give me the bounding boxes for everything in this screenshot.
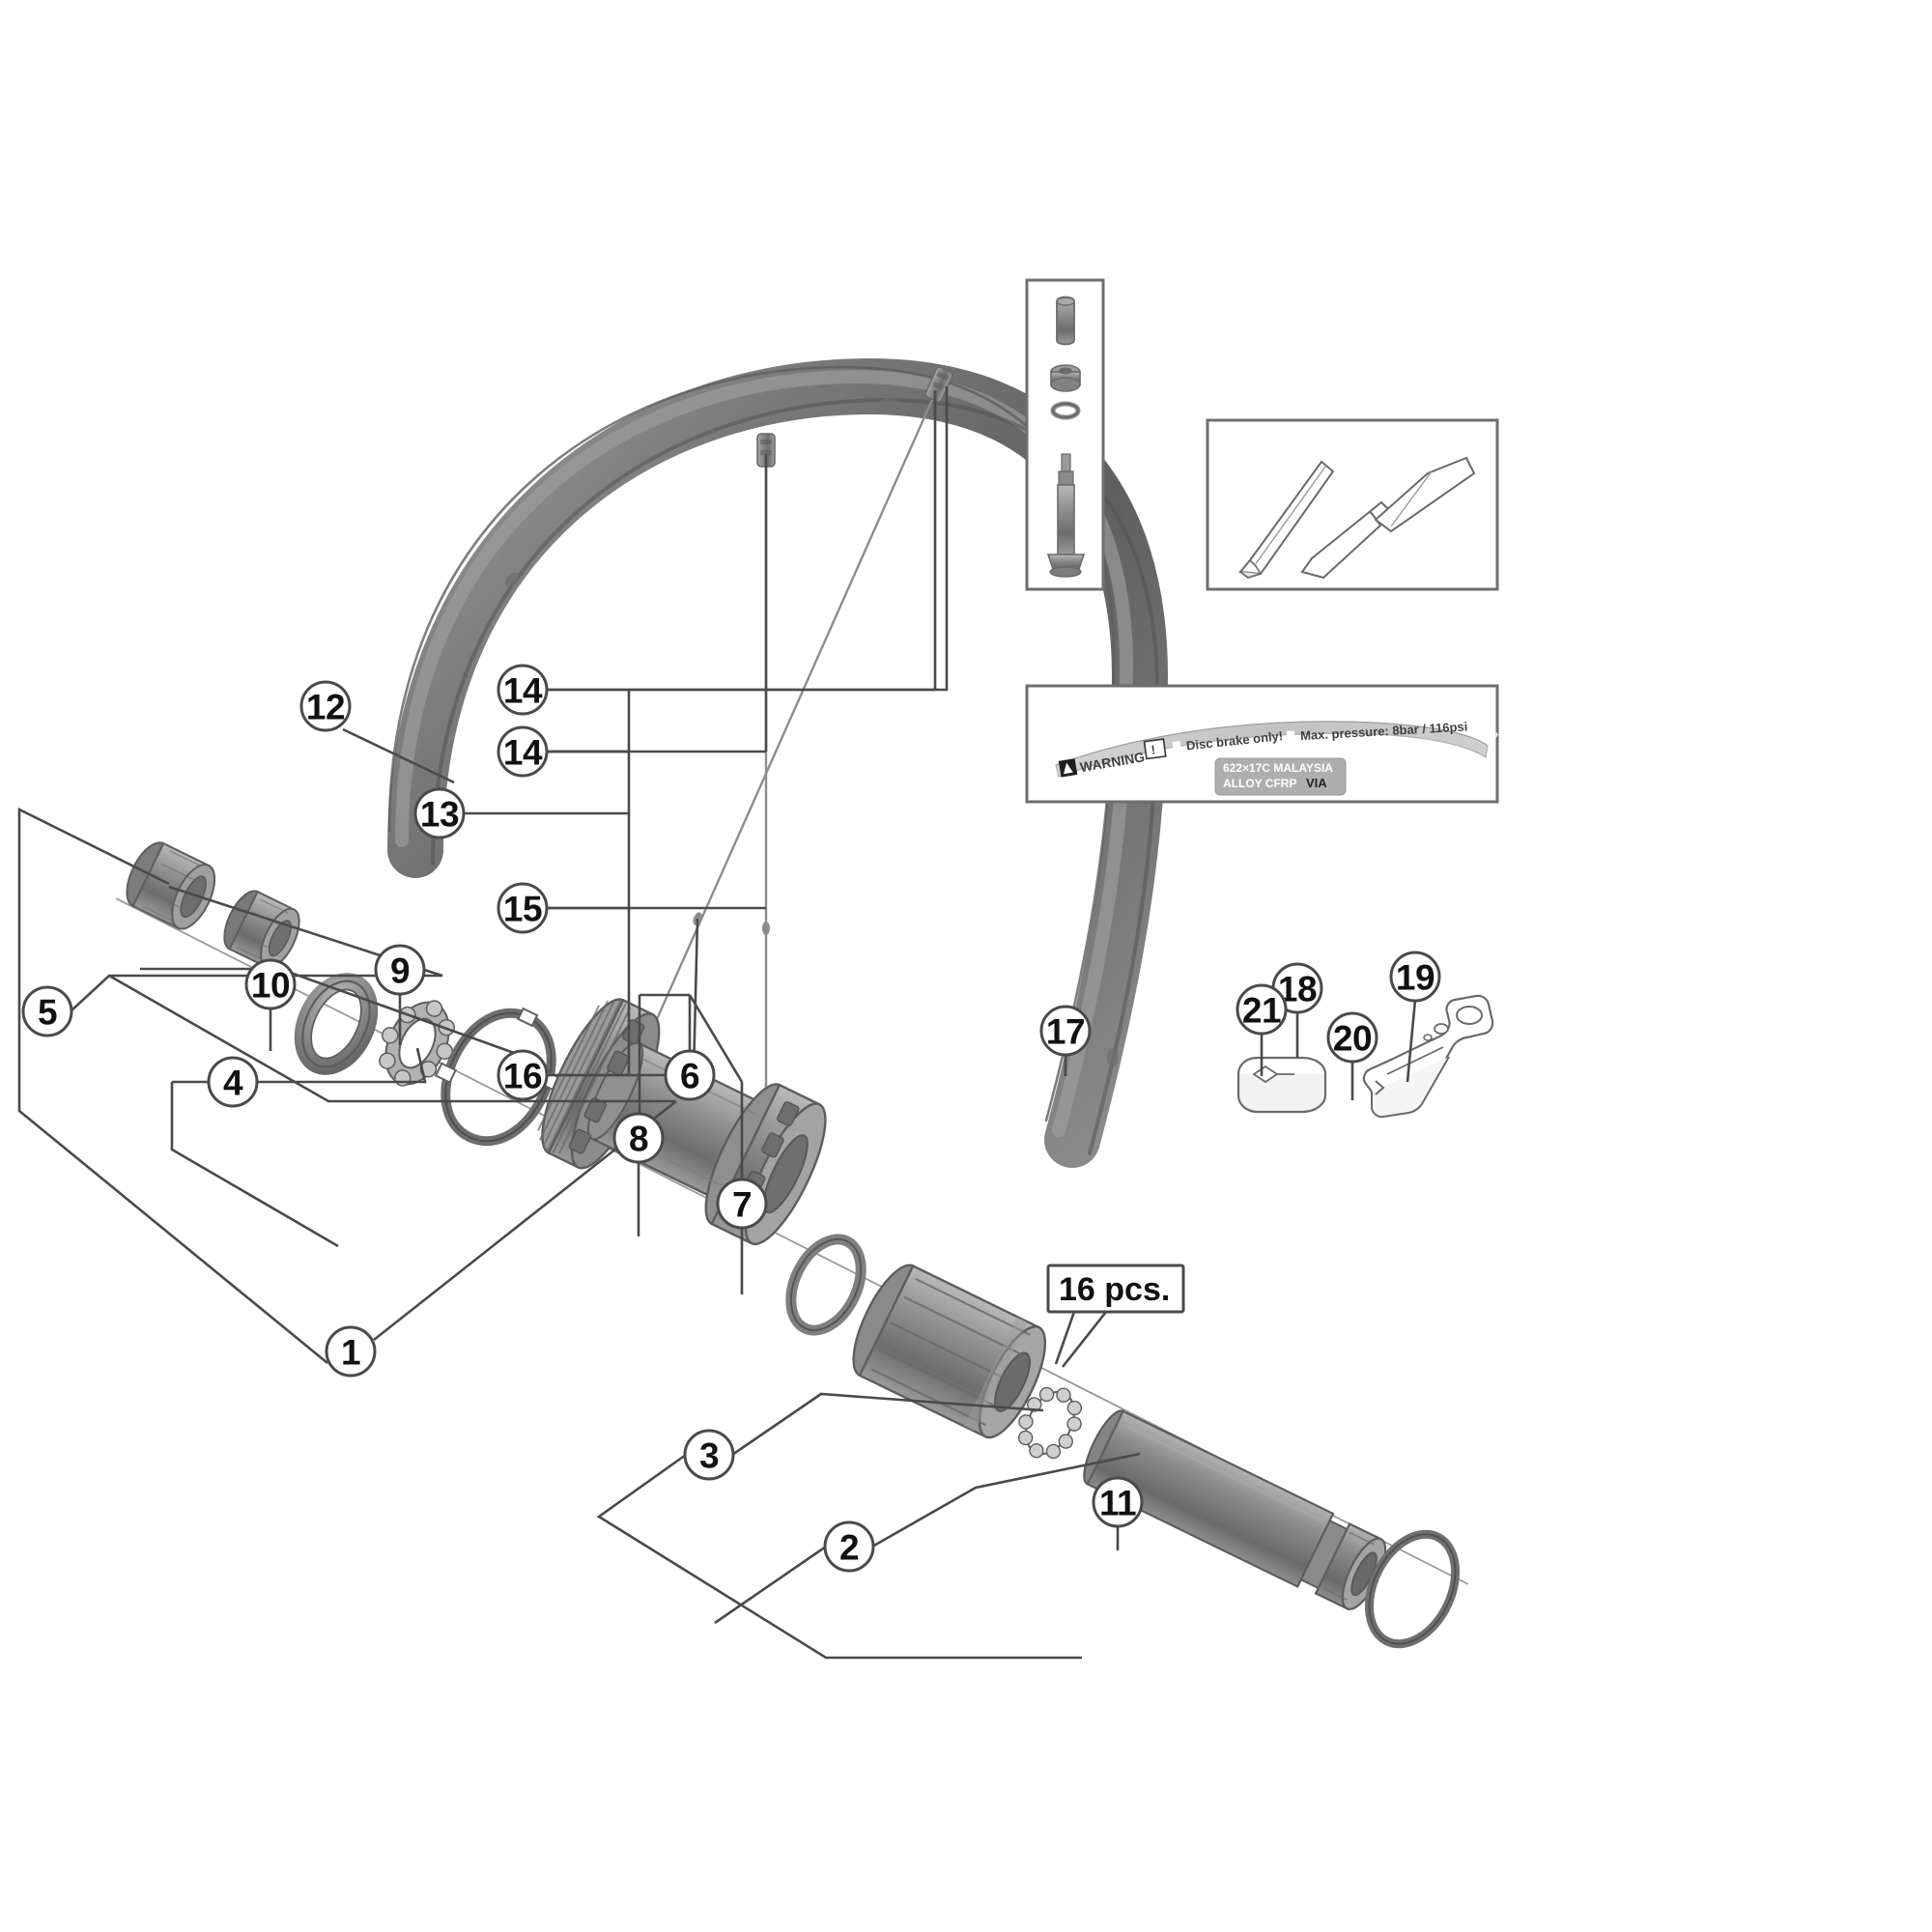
- callout-bubbles: 1 2 3 4 5 6 7 8: [21, 664, 1441, 1573]
- pcs-callout-text: 16 pcs.: [1059, 1271, 1170, 1308]
- callout-16[interactable]: 16: [497, 1049, 549, 1101]
- callout-9[interactable]: 9: [374, 944, 426, 996]
- callout-7[interactable]: 7: [716, 1178, 768, 1230]
- rim-tape-strip-right: [1300, 456, 1476, 580]
- o-ring-freehub-part: [785, 1234, 867, 1336]
- callout-6[interactable]: 6: [664, 1049, 716, 1101]
- seal-ring-part: [294, 973, 379, 1075]
- leader-14-second-line: [547, 454, 768, 753]
- callout-8-label: 8: [629, 1120, 648, 1159]
- valve-oring-part: [1050, 401, 1081, 420]
- valve-stem-part: [1046, 453, 1086, 578]
- leader-12: [342, 727, 455, 784]
- callout-8[interactable]: 8: [612, 1112, 665, 1164]
- callout-6-label: 6: [680, 1057, 699, 1096]
- freehub-body-part: [852, 1264, 1047, 1439]
- leader-4: [170, 1047, 427, 1248]
- rim-label-spec-badge: 622×17C MALAYSIA ALLOY CFRP VIA: [1214, 757, 1347, 796]
- rim-label-spec-line1: 622×17C MALAYSIA: [1223, 761, 1333, 775]
- callout-11-label: 11: [1099, 1484, 1136, 1523]
- callout-5[interactable]: 5: [21, 985, 73, 1037]
- leader-19: [1406, 999, 1417, 1083]
- valve-core-wrench-part: [1362, 994, 1494, 1119]
- callout-3-label: 3: [699, 1436, 719, 1476]
- rim-label-fine-print: Higher pressure in the tyre because ther…: [1495, 732, 1833, 762]
- callout-14-lower-label: 14: [503, 733, 543, 773]
- valve-cap-part: [1056, 296, 1075, 346]
- rim-label-spec-line2: ALLOY CFRP: [1223, 777, 1296, 790]
- callout-17-label: 17: [1046, 1012, 1085, 1052]
- callout-17[interactable]: 17: [1039, 1005, 1092, 1057]
- callout-13[interactable]: 13: [413, 787, 466, 839]
- callout-20[interactable]: 20: [1326, 1011, 1378, 1064]
- callout-4[interactable]: 4: [207, 1056, 259, 1108]
- callout-5-label: 5: [38, 993, 57, 1033]
- callout-4-label: 4: [223, 1064, 243, 1103]
- callout-1-label: 1: [341, 1333, 360, 1373]
- end-cap-inner: [223, 890, 300, 969]
- valve-adapter-part: [1236, 1056, 1327, 1114]
- callout-14-upper-label: 14: [503, 671, 543, 711]
- callout-12-label: 12: [306, 688, 345, 727]
- callout-16-label: 16: [503, 1057, 542, 1096]
- callout-20-label: 20: [1333, 1019, 1372, 1059]
- o-ring-axle-part: [1364, 1529, 1461, 1649]
- callout-10[interactable]: 10: [244, 958, 297, 1010]
- callout-9-label: 9: [390, 952, 410, 991]
- callout-14-upper[interactable]: 14: [497, 664, 549, 716]
- callout-15[interactable]: 15: [497, 882, 549, 934]
- rim-label-spec-badge: VIA: [1306, 776, 1327, 790]
- spoke-set-part: [636, 384, 941, 1145]
- rim-warning-label-part: [1055, 721, 1489, 778]
- callout-14-lower[interactable]: 14: [497, 725, 549, 778]
- callout-2[interactable]: 2: [823, 1520, 875, 1573]
- callout-21[interactable]: 21: [1236, 983, 1288, 1036]
- end-cap-outer: [126, 841, 216, 930]
- leader-6: [638, 993, 744, 1180]
- callout-19-label: 19: [1396, 958, 1435, 998]
- thru-axle-part: [1083, 1409, 1387, 1610]
- rim-tape-strip-left: [1238, 460, 1335, 579]
- pcs-callout: 16 pcs.: [1046, 1264, 1185, 1368]
- callout-10-label: 10: [251, 966, 290, 1006]
- callout-13-label: 13: [420, 795, 459, 835]
- rim-label-icon-box: !: [1151, 742, 1156, 756]
- leader-2: [714, 1452, 1141, 1625]
- hub-shell-part: [537, 998, 827, 1246]
- callout-7-label: 7: [732, 1185, 752, 1225]
- callout-3[interactable]: 3: [683, 1429, 735, 1481]
- leader-14-top-line: [547, 390, 937, 692]
- leader-3: [596, 1392, 1082, 1660]
- callout-21-label: 21: [1242, 991, 1281, 1031]
- callout-2-label: 2: [839, 1528, 859, 1568]
- callout-12[interactable]: 12: [299, 680, 352, 732]
- valve-nut-part: [1050, 364, 1081, 392]
- ball-bearing-retainer-part: [1017, 1386, 1083, 1460]
- callout-15-label: 15: [503, 890, 542, 929]
- callout-11[interactable]: 11: [1092, 1476, 1144, 1528]
- callout-1[interactable]: 1: [325, 1325, 377, 1378]
- callout-19[interactable]: 19: [1389, 951, 1441, 1003]
